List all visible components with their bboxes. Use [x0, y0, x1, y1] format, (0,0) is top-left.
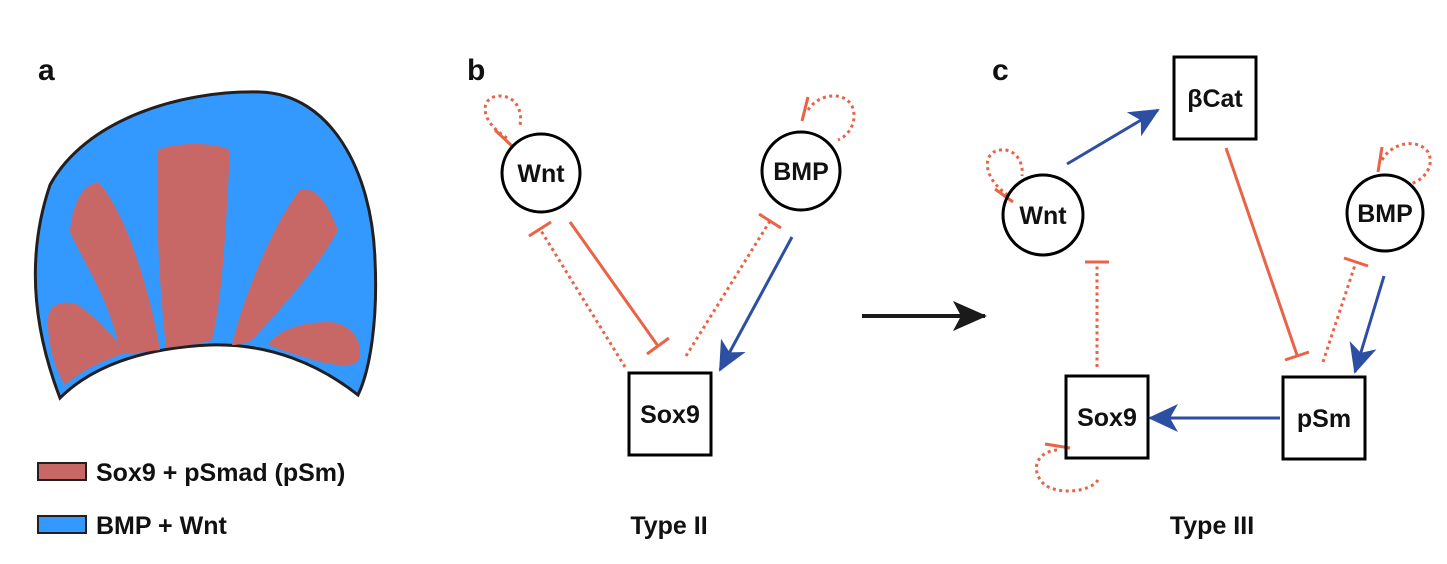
- node-sox9: Sox9: [627, 371, 713, 457]
- legend-item-bmp: BMP + Wnt: [37, 512, 227, 540]
- node-bmp-label: BMP: [773, 158, 829, 186]
- panel-b-letter: b: [467, 54, 485, 87]
- sox9-patch-left: [47, 302, 128, 385]
- sox9-inhibits-wnt-edge: [538, 228, 627, 368]
- node-bmp: BMP: [1345, 173, 1425, 253]
- wnt-self-loop-bar: [493, 128, 514, 148]
- legend-swatch-sox9: [37, 462, 87, 481]
- wnt-self-loop: [985, 148, 1024, 197]
- bmp-activates-psm-arrow: [1349, 275, 1386, 374]
- bmp-self-loop: [806, 94, 856, 142]
- node-psm: pSm: [1281, 375, 1367, 461]
- wnt-inhibits-sox9-edge: [568, 221, 660, 347]
- node-sox9-label: Sox9: [1077, 404, 1137, 432]
- node-sox9-label: Sox9: [640, 401, 700, 429]
- node-bmp: BMP: [760, 130, 842, 212]
- bmp-self-loop-bar: [1376, 146, 1384, 173]
- type-label-c: Type III: [1170, 512, 1254, 540]
- psm-inhibits-bmp-bar: [1343, 256, 1369, 268]
- sox9-stripe-center: [157, 144, 230, 348]
- node-psm-label: pSm: [1297, 405, 1351, 433]
- bmp-self-loop: [1380, 142, 1432, 186]
- node-wnt-label: Wnt: [517, 160, 565, 188]
- legend-swatch-bmp: [37, 515, 87, 534]
- sox9-inhibits-wnt-bar: [528, 220, 552, 238]
- wnt-self-loop: [483, 94, 523, 140]
- panel-c: c βCat Wnt BMP Sox9: [985, 54, 1432, 540]
- wnt-self-loop-bar: [994, 187, 1014, 204]
- sox9-inhibits-bmp-bar: [758, 212, 782, 230]
- sox9-patch-right: [268, 322, 361, 366]
- node-wnt: Wnt: [1001, 173, 1085, 257]
- node-bcat-label: βCat: [1187, 85, 1243, 113]
- bmp-activates-sox9-arrow: [718, 236, 794, 372]
- node-wnt-label: Wnt: [1019, 202, 1067, 230]
- psm-inhibits-bmp-edge: [1321, 261, 1358, 363]
- bcat-inhibits-psm-bar: [1284, 350, 1310, 362]
- sox9-stripe-left: [70, 182, 160, 354]
- tissue-diagram: [33, 90, 378, 401]
- wnt-inhibits-sox9-bar: [646, 336, 670, 356]
- panel-b: b Wnt BMP Sox9 Type II: [467, 54, 856, 540]
- legend-label-bmp: BMP + Wnt: [96, 512, 227, 540]
- legend-label-sox9: Sox9 + pSmad (pSm): [96, 459, 345, 487]
- node-sox9: Sox9: [1064, 374, 1150, 460]
- node-wnt: Wnt: [500, 132, 582, 214]
- type-label-b: Type II: [630, 512, 707, 540]
- panel-a: a Sox9 + pSmad (pSm) BMP + Wnt: [33, 54, 378, 540]
- legend-item-sox9: Sox9 + pSmad (pSm): [37, 459, 345, 487]
- bcat-inhibits-psm-edge: [1224, 147, 1299, 356]
- panel-c-letter: c: [992, 54, 1009, 87]
- sox9-inhibits-bmp-edge: [684, 220, 772, 357]
- sox9-stripe-right: [232, 189, 338, 345]
- bmp-self-loop-bar: [800, 96, 810, 122]
- node-bmp-label: BMP: [1357, 200, 1413, 228]
- wnt-activates-bcat-arrow: [1066, 108, 1160, 166]
- panel-a-letter: a: [38, 54, 55, 87]
- node-bcat: βCat: [1172, 55, 1258, 141]
- legend: Sox9 + pSmad (pSm) BMP + Wnt: [37, 459, 345, 540]
- sox9-self-loop: [1034, 448, 1100, 493]
